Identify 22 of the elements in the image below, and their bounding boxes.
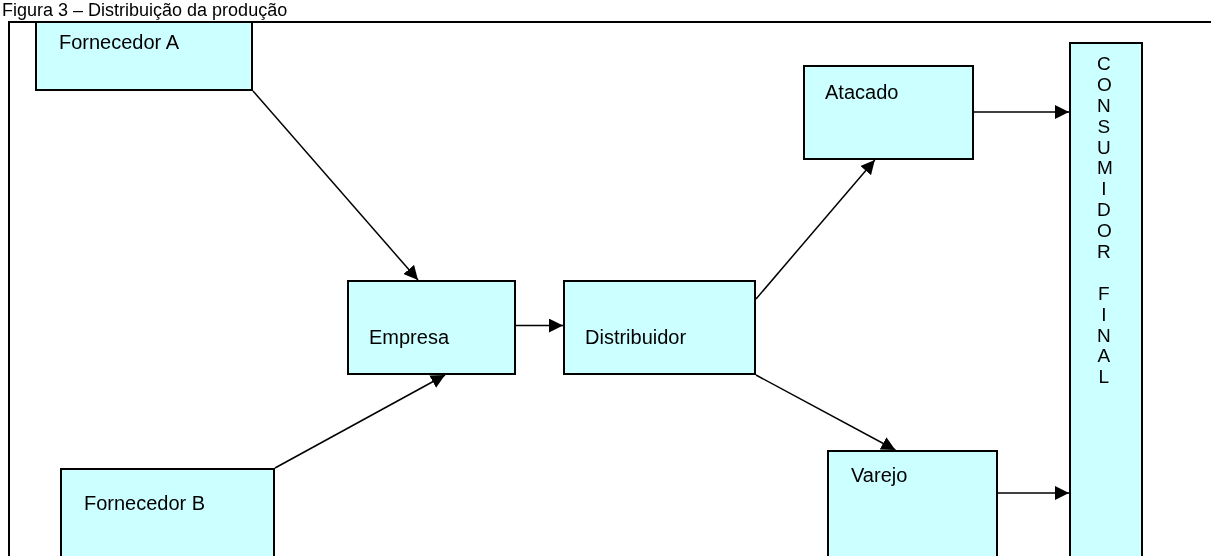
- process-box: [347, 280, 516, 375]
- process-box: [803, 65, 974, 160]
- box-label: Fornecedor A: [59, 31, 180, 54]
- box-label: Fornecedor B: [84, 492, 206, 515]
- process-box: [563, 280, 756, 375]
- box-label: Atacado: [825, 81, 899, 104]
- arrow: [997, 486, 1070, 500]
- box-label: Varejo: [851, 464, 908, 487]
- box-label: Empresa: [369, 326, 450, 349]
- arrow: [755, 159, 876, 300]
- arrow: [755, 374, 897, 451]
- vertical-box: [1069, 42, 1143, 556]
- process-box: [827, 450, 998, 556]
- box-label: Distribuidor: [585, 326, 687, 349]
- box-label: CONSUMIDOR FINAL: [1097, 54, 1111, 389]
- arrow: [252, 90, 419, 281]
- arrow: [515, 318, 564, 333]
- process-box: [35, 21, 253, 91]
- figure-title: Figura 3 – Distribuição da produção: [2, 0, 288, 20]
- process-box: [60, 468, 275, 556]
- arrow: [274, 374, 446, 469]
- arrow: [973, 105, 1070, 119]
